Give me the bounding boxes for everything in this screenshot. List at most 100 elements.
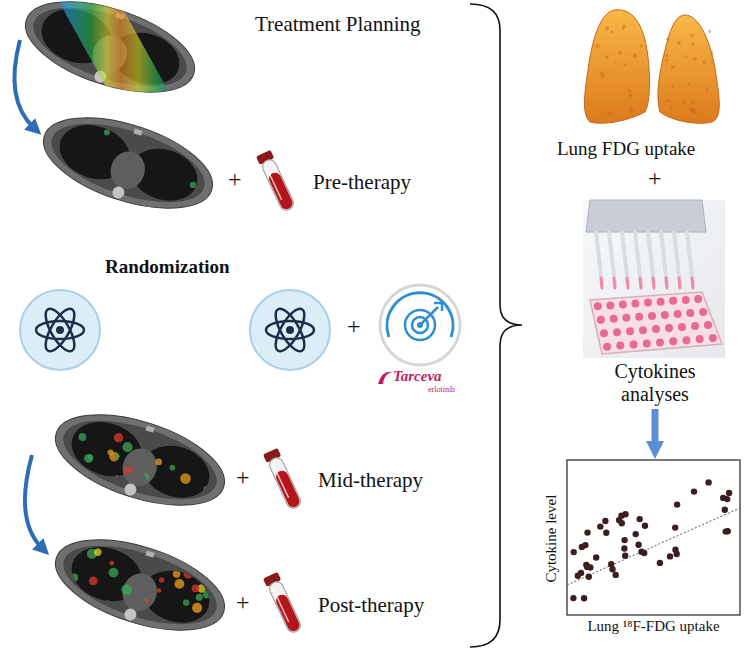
plate-well	[631, 300, 639, 308]
plate-well	[626, 327, 634, 335]
plate-well	[682, 296, 690, 304]
ct-slice	[45, 522, 236, 649]
data-point	[723, 528, 729, 534]
data-point	[579, 544, 585, 550]
axis-label: Cytokine level	[543, 494, 560, 582]
logo-swoosh	[378, 372, 392, 384]
plate-well	[630, 341, 638, 349]
uptake-spot	[184, 569, 193, 578]
lung-texture	[671, 65, 675, 69]
data-point	[674, 501, 680, 507]
uptake-spot	[104, 130, 110, 136]
pipette-tip	[648, 232, 654, 284]
pipette-tip	[674, 232, 680, 284]
data-point	[672, 524, 678, 530]
lung-texture	[692, 42, 695, 45]
plate-well	[600, 329, 608, 337]
atom-icon	[20, 290, 100, 370]
atom-icon	[250, 290, 330, 370]
data-point	[641, 550, 647, 556]
data-point	[616, 517, 622, 523]
plate-well	[656, 338, 664, 346]
uptake-spot	[165, 428, 174, 437]
lung-texture	[677, 41, 681, 45]
lung-texture	[687, 83, 690, 86]
lung-texture	[706, 89, 709, 92]
plus-sign: +	[648, 165, 662, 193]
uptake-spot	[181, 139, 191, 149]
uptake-spot	[126, 606, 132, 612]
stage-label: Post-therapy	[318, 593, 424, 617]
panel-label: Lung FDG uptake	[557, 138, 695, 160]
lung-texture	[694, 111, 697, 114]
ct-slice	[45, 397, 236, 524]
dose-band	[48, 0, 180, 112]
plate-well	[709, 334, 717, 342]
data-point	[705, 479, 711, 485]
lung-texture	[640, 45, 643, 48]
data-point	[621, 545, 627, 551]
pipette-liquid	[679, 278, 680, 288]
uptake-spot	[170, 465, 176, 471]
uptake-spot	[175, 559, 184, 568]
uptake-spot	[150, 565, 158, 573]
uptake-spot	[109, 561, 114, 566]
uptake-spot	[162, 555, 166, 559]
uptake-spot	[198, 561, 206, 569]
plate-well	[610, 315, 618, 323]
uptake-spot	[114, 475, 119, 480]
uptake-spot	[215, 615, 219, 619]
lung-texture	[622, 24, 626, 28]
target-icon	[380, 285, 460, 365]
data-point	[586, 574, 592, 580]
flow-arrow	[652, 409, 659, 441]
data-point	[726, 490, 732, 496]
blood-tube	[256, 150, 297, 213]
section-heading: Treatment Planning	[255, 12, 420, 36]
uptake-spot	[145, 599, 149, 603]
uptake-spot	[173, 570, 181, 578]
data-point	[637, 516, 643, 522]
plus-sign: +	[347, 313, 361, 341]
uptake-spot	[135, 601, 141, 607]
uptake-spot	[197, 564, 202, 569]
uptake-spot	[123, 442, 133, 452]
uptake-spot	[199, 563, 208, 572]
plate-well	[694, 295, 702, 303]
uptake-spot	[124, 466, 134, 476]
uptake-spot	[107, 605, 111, 609]
plate-well	[674, 310, 682, 318]
data-point	[593, 554, 599, 560]
data-point	[584, 529, 590, 535]
plate-well	[635, 313, 643, 321]
pipette-liquid	[666, 278, 667, 288]
data-point	[609, 566, 615, 572]
uptake-spot	[196, 562, 206, 572]
uptake-spot	[140, 473, 149, 482]
uptake-spot	[114, 433, 123, 442]
data-point	[603, 530, 609, 536]
uptake-spot	[70, 616, 76, 622]
plate-well	[644, 299, 652, 307]
plate-well	[622, 314, 630, 322]
plus-sign: +	[236, 589, 250, 617]
plate-well	[639, 326, 647, 334]
blood-tube	[263, 572, 304, 635]
lung-texture	[710, 51, 713, 54]
plate-well	[669, 337, 677, 345]
lung-texture	[685, 56, 688, 59]
lung-texture	[667, 99, 670, 102]
lung-texture	[665, 59, 668, 62]
data-point	[642, 523, 648, 529]
pipette-tip	[635, 232, 641, 284]
uptake-spot	[107, 601, 111, 605]
curved-arrow	[14, 40, 34, 128]
pre-ct	[33, 100, 224, 227]
lung-texture	[610, 30, 613, 33]
uptake-spot	[115, 454, 120, 459]
uptake-spot	[192, 603, 202, 613]
analysis-panel: Cytokines analyses	[575, 200, 735, 406]
pipette-tip	[687, 232, 693, 284]
ct-slice	[33, 100, 224, 227]
uptake-spot	[180, 473, 191, 484]
